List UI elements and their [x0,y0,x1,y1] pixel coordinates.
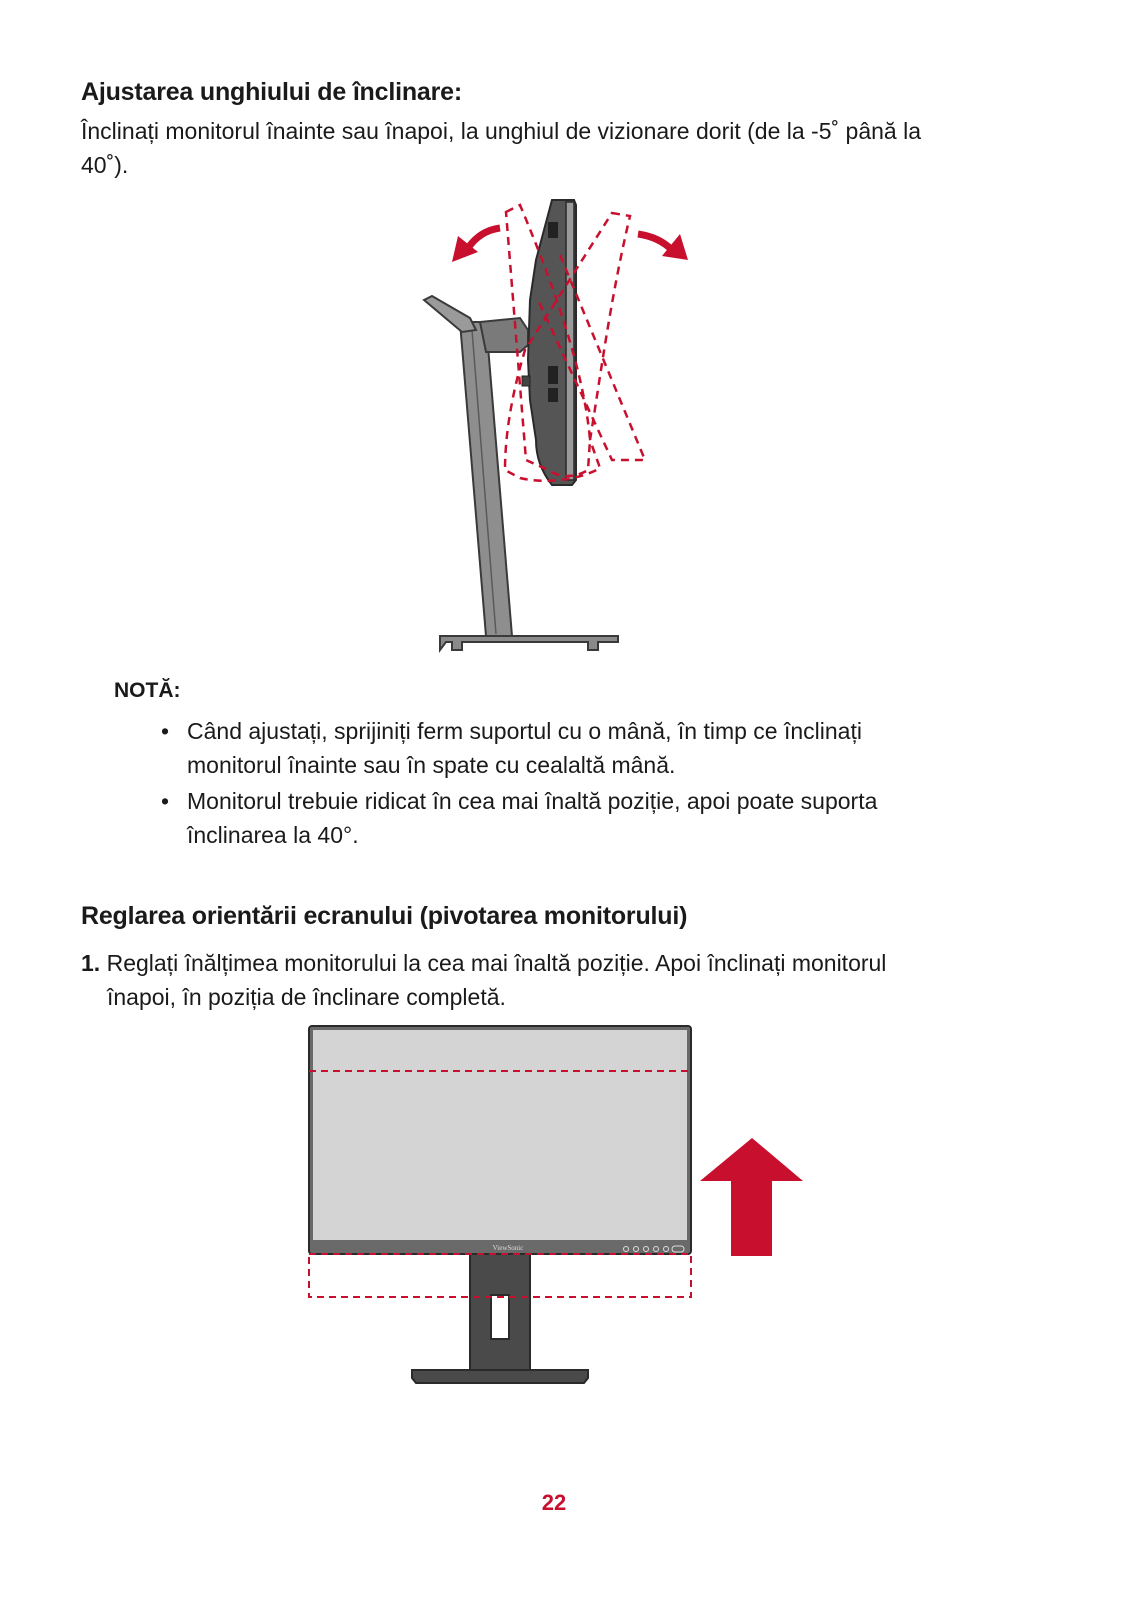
step-number: 1. [81,950,101,976]
note-bullet-line: monitorul înainte sau în spate cu cealal… [187,752,676,778]
step-text-line1: Reglați înălțimea monitorului la cea mai… [106,950,887,976]
tilt-side-view-figure [422,199,688,653]
stand-base [439,635,619,653]
note-bullet-line: Monitorul trebuie ridicat în cea mai îna… [187,788,878,814]
note-bullet-line: înclinarea la 40°. [187,822,359,848]
tilt-description: Înclinați monitorul înainte sau înapoi, … [81,114,1061,182]
bullet-dot: • [161,788,170,814]
brand-logo: ViewSonic [493,1244,524,1252]
step-text-line2: înapoi, în poziția de înclinare completă… [107,984,506,1010]
control-buttons [623,1245,685,1253]
port [548,366,558,384]
tilt-hinge [478,316,529,353]
tilt-description-line1: Înclinați monitorul înainte sau înapoi, … [81,118,922,144]
section-title-pivot: Reglarea orientării ecranului (pivotarea… [81,902,688,930]
section-title-tilt: Ajustarea unghiului de înclinare: [81,78,462,106]
tilt-forward-outline [503,211,632,483]
port [548,222,558,238]
note-bullet-line: Când ajustați, sprijiniți ferm suportul … [187,718,862,744]
tilt-description-line2: 40˚). [81,152,129,178]
port [548,388,558,402]
note-title: NOTĂ: [114,679,181,702]
raise-front-view-figure: ViewSonic [308,1025,803,1384]
page-number: 22 [541,1490,567,1515]
note-bullet: • Când ajustați, sprijiniți ferm suportu… [161,714,1041,782]
lower-position-outline [308,1253,692,1298]
step-1: 1. Reglați înălțimea monitorului la cea … [81,946,1041,1014]
note-list: • Când ajustați, sprijiniți ferm suportu… [161,714,1041,854]
tilt-back-arrow-icon [452,224,501,262]
bullet-dot: • [161,718,170,744]
stand-pole [458,321,514,637]
tilt-forward-arrow-icon [637,230,688,260]
note-bullet: • Monitorul trebuie ridicat în cea mai î… [161,784,1041,852]
monitor-screen [313,1030,687,1240]
cable-hole [490,1294,510,1340]
lift-up-arrow-icon [700,1138,803,1256]
tilt-back-outline [504,203,592,478]
stand-handle [422,294,478,334]
stand-base [411,1369,589,1384]
monitor-side [526,199,577,486]
